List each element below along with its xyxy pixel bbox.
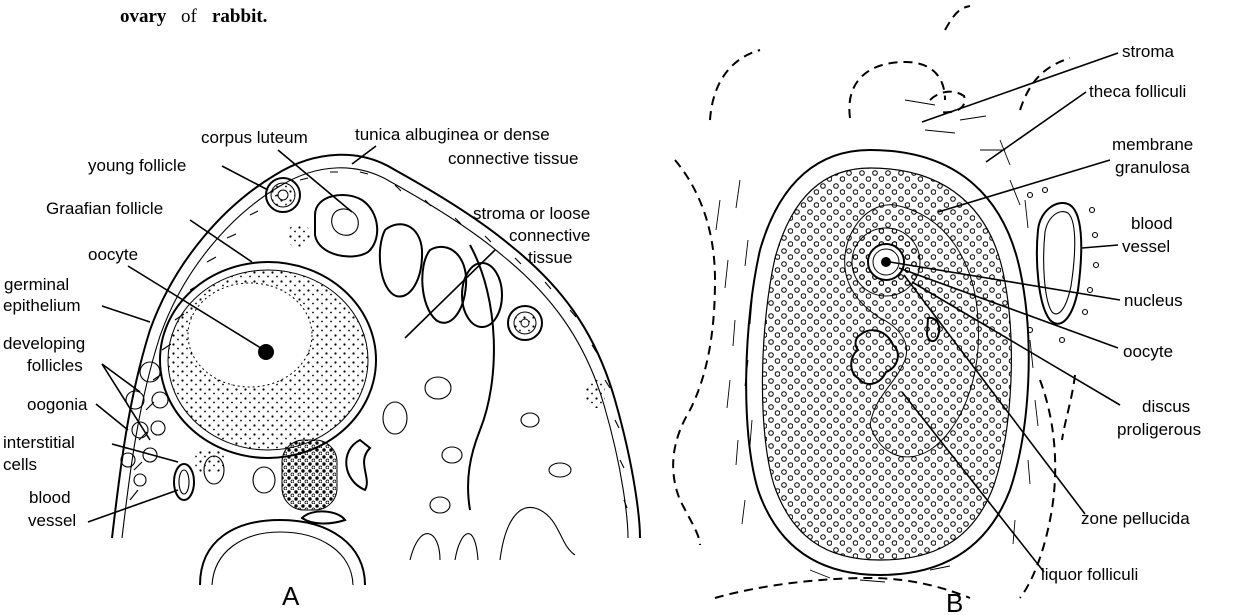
label-zone-pellucida: zone pellucida: [1081, 509, 1190, 528]
label-nucleus: nucleus: [1124, 291, 1183, 310]
label-membrane-2: granulosa: [1115, 158, 1190, 177]
caption-of: of: [181, 6, 198, 27]
stroma-body-1: [380, 224, 422, 296]
label-stroma-1: stroma or loose: [473, 204, 590, 223]
graafian-oocyte: [258, 344, 274, 360]
label-germinal-1: germinal: [4, 275, 69, 294]
lower-follicle-inner: [212, 532, 353, 585]
wavy-lines: [410, 507, 575, 560]
label-graafian: Graafian follicle: [46, 199, 163, 218]
leader-young-follicle: [222, 166, 268, 190]
label-discus-1: discus: [1142, 397, 1190, 416]
leader-theca: [986, 92, 1086, 162]
label-blood-a-2: vessel: [28, 511, 76, 530]
leader-blood-a: [88, 490, 178, 522]
label-blood-b-1: blood: [1131, 214, 1173, 233]
dense-patch-3: [195, 450, 225, 472]
dense-patch-4: [585, 380, 605, 408]
dense-patch-2: [288, 225, 310, 247]
label-liquor: liquor folliculi: [1041, 565, 1138, 584]
stroma-dashed-right-2: [1062, 375, 1075, 440]
blood-vessel-a: [174, 464, 194, 500]
corpus-luteum: [315, 195, 377, 257]
label-interstitial-2: cells: [3, 455, 37, 474]
label-tunica-1: tunica albuginea or dense: [355, 125, 550, 144]
label-oocyte-a: oocyte: [88, 245, 138, 264]
leader-blood-b: [1082, 245, 1118, 248]
label-blood-b-2: vessel: [1122, 237, 1170, 256]
label-germinal-2: epithelium: [3, 296, 81, 315]
label-theca: theca folliculi: [1089, 82, 1186, 101]
young-follicle: [266, 178, 300, 212]
label-stroma-3: tissue: [528, 248, 572, 267]
label-stroma-b: stroma: [1122, 42, 1175, 61]
label-corpus-luteum: corpus luteum: [201, 128, 308, 147]
label-blood-a-1: blood: [29, 488, 71, 507]
label-discus-2: proligerous: [1117, 420, 1201, 439]
label-oogonia: oogonia: [27, 395, 88, 414]
label-interstitial-1: interstitial: [3, 433, 75, 452]
leader-germinal: [102, 306, 150, 322]
nucleus-b: [881, 257, 891, 267]
leader-developing-1: [102, 364, 140, 392]
stroma-dashed-left: [673, 160, 715, 545]
stroma-dashed-bottom: [715, 578, 970, 598]
dense-patch-1: [282, 440, 337, 510]
label-developing-2: follicles: [27, 356, 83, 375]
crescent-vessel-1: [346, 440, 370, 490]
blood-vessel-b: [1037, 203, 1081, 324]
crescent-vessel-2: [302, 511, 345, 523]
figure-caption: ovary of rabbit.: [120, 6, 267, 27]
label-stroma-2: connective: [509, 226, 590, 245]
panel-b-letter: B: [946, 588, 963, 615]
stroma-dashed-top: [710, 6, 1070, 120]
leader-membrane: [938, 160, 1110, 212]
caption-ovary: ovary: [120, 6, 167, 27]
label-tunica-2: connective tissue: [448, 149, 578, 168]
label-young-follicle: young follicle: [88, 156, 186, 175]
label-membrane-1: membrane: [1112, 135, 1193, 154]
leader-oogonia: [96, 404, 128, 430]
leader-stroma: [405, 250, 495, 338]
panel-b-drawing: [673, 6, 1098, 598]
panel-a-letter: A: [282, 581, 300, 611]
label-developing-1: developing: [3, 334, 85, 353]
graafian-antrum: [188, 283, 312, 387]
label-oocyte-b: oocyte: [1123, 342, 1173, 361]
stroma-septum: [468, 245, 494, 510]
small-follicle-right: [508, 306, 542, 340]
caption-rabbit: rabbit.: [212, 6, 267, 27]
